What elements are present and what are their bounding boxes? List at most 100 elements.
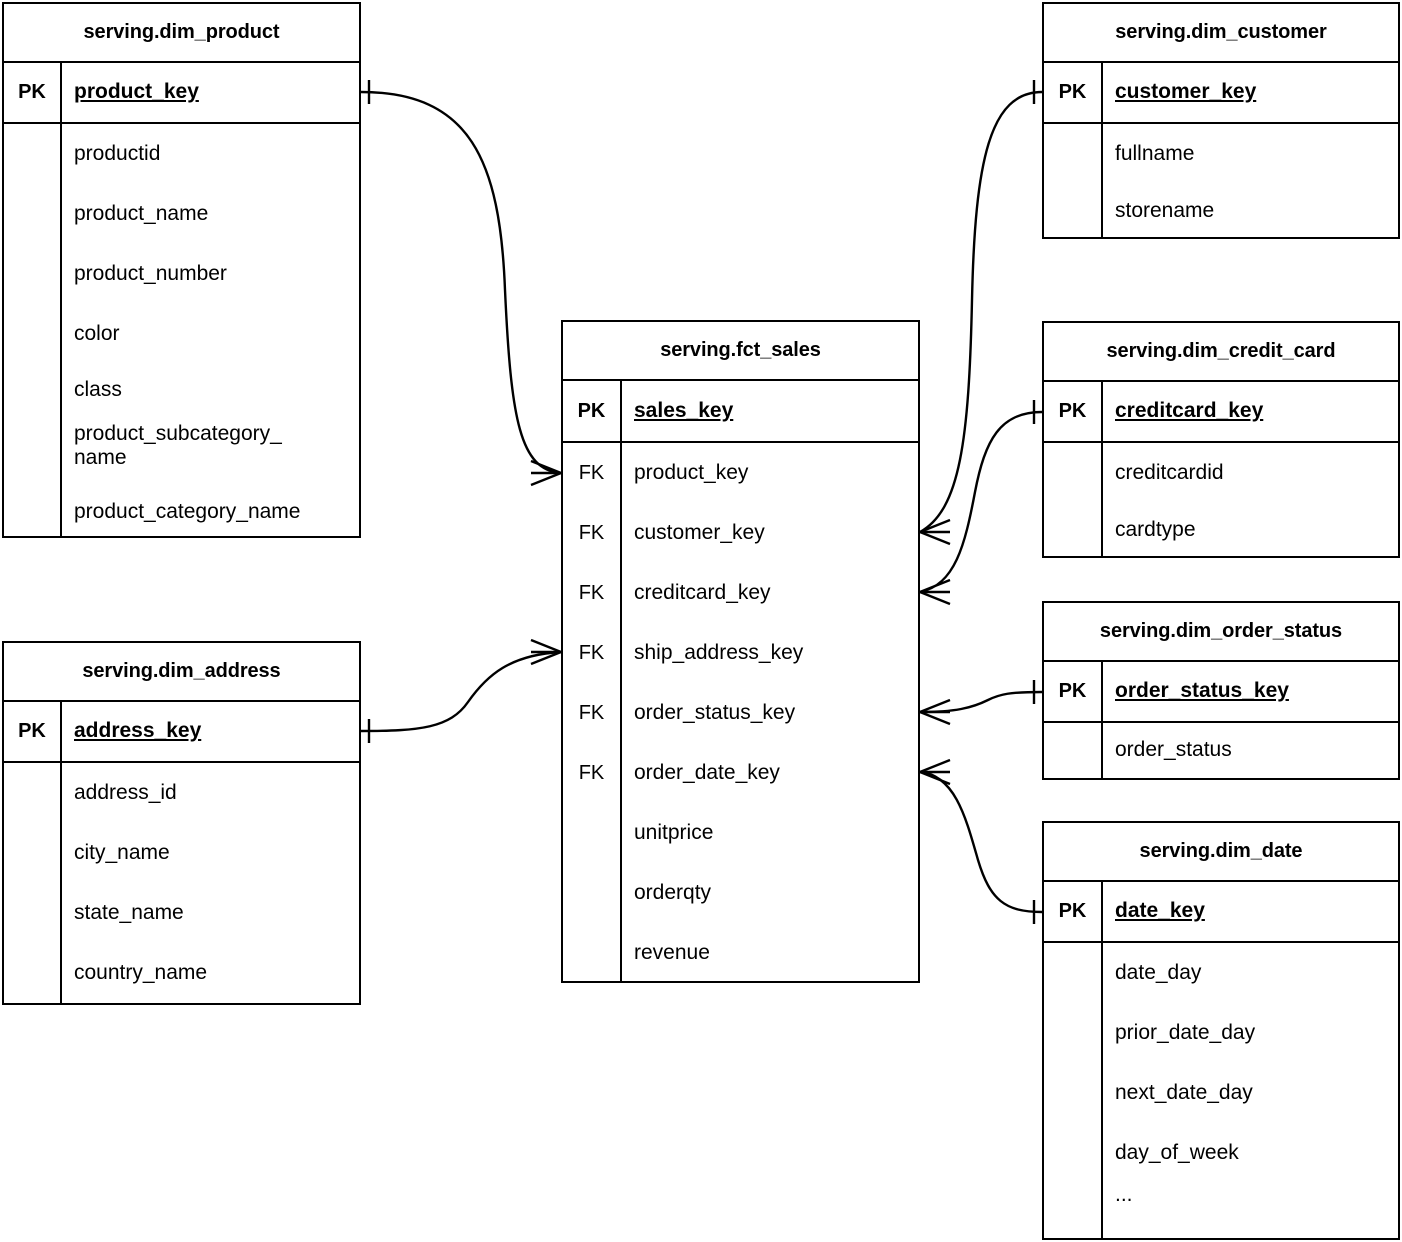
attr-keycol-dim-address <box>4 763 62 1003</box>
attributes-dim-credit-card: creditcardid cardtype <box>1044 443 1398 558</box>
crowsfoot-many-marker <box>919 578 951 606</box>
keycol-fct-sales-orderqty <box>563 863 620 923</box>
attr-dim-date-next-date-day: next_date_day <box>1115 1080 1253 1104</box>
pk-field-fct-sales-sales-key: sales_key <box>634 398 734 422</box>
fk-badge-fct-sales-creditcard-key: FK <box>578 581 605 604</box>
attr-keycol-dim-credit-card <box>1044 443 1103 558</box>
attributes-fct-sales: FK FK FK FK FK FK product_key customer_k… <box>563 443 918 983</box>
relationship-dim-date-to-fct-sales <box>919 758 1043 924</box>
crowsfoot-many-marker <box>919 698 951 726</box>
attr-dim-order-status-order-status: order_status <box>1115 738 1232 762</box>
entity-title-dim-order-status: serving.dim_order_status <box>1044 603 1398 662</box>
pk-badge-dim-address: PK <box>4 702 62 761</box>
attr-names-dim-product: productid product_name product_number co… <box>62 124 359 536</box>
pk-row-dim-product: PK product_key <box>4 63 359 124</box>
pk-row-dim-date: PK date_key <box>1044 882 1398 943</box>
relationship-dim-customer-to-fct-sales <box>919 80 1043 546</box>
pk-row-dim-customer: PK customer_key <box>1044 63 1398 124</box>
relationship-dim-order-status-to-fct-sales <box>919 680 1043 726</box>
attr-dim-product-color: color <box>74 321 120 345</box>
entity-title-dim-product: serving.dim_product <box>4 4 359 63</box>
pk-badge-dim-order-status: PK <box>1044 662 1103 721</box>
pk-field-dim-order-status-order-status-key: order_status_key <box>1115 679 1289 703</box>
relationship-dim-product-to-fct-sales <box>360 80 562 487</box>
attr-dim-date-prior-date-day: prior_date_day <box>1115 1020 1256 1044</box>
fk-badge-fct-sales-product-key: FK <box>578 461 605 484</box>
pk-badge-dim-date: PK <box>1044 882 1103 941</box>
pk-field-dim-customer-customer-key: customer_key <box>1115 80 1257 104</box>
attr-fct-sales-orderqty: orderqty <box>634 880 712 904</box>
pk-row-dim-order-status: PK order_status_key <box>1044 662 1398 723</box>
entity-dim-date[interactable]: serving.dim_date PK date_key date_day pr… <box>1042 821 1400 1240</box>
entity-dim-order-status[interactable]: serving.dim_order_status PK order_status… <box>1042 601 1400 780</box>
relationship-dim-credit-card-to-fct-sales <box>919 400 1043 606</box>
attr-fct-sales-product-key: product_key <box>634 460 749 484</box>
relationship-line <box>919 410 1043 594</box>
attr-fct-sales-creditcard-key: creditcard_key <box>634 580 771 604</box>
entity-title-fct-sales: serving.fct_sales <box>563 322 918 381</box>
attr-keycol-fct-sales: FK FK FK FK FK FK <box>563 443 622 983</box>
fk-badge-fct-sales-ship-address-key: FK <box>578 641 605 664</box>
crowsfoot-many-marker <box>919 758 951 786</box>
attr-names-dim-date: date_day prior_date_day next_date_day da… <box>1103 943 1398 1239</box>
pk-badge-dim-product: PK <box>4 63 62 122</box>
entity-dim-credit-card[interactable]: serving.dim_credit_card PK creditcard_ke… <box>1042 321 1400 558</box>
attr-dim-address-country-name: country_name <box>74 960 208 984</box>
attributes-dim-product: productid product_name product_number co… <box>4 124 359 536</box>
attr-dim-customer-fullname: fullname <box>1115 141 1195 165</box>
attr-names-dim-order-status: order_status <box>1103 723 1398 778</box>
attr-dim-product-product-number: product_number <box>74 261 227 285</box>
attr-names-fct-sales: product_key customer_key creditcard_key … <box>622 443 918 983</box>
attr-fct-sales-unitprice: unitprice <box>634 820 714 844</box>
attr-fct-sales-customer-key: customer_key <box>634 520 765 544</box>
crowsfoot-many-marker <box>530 638 562 666</box>
pk-badge-dim-credit-card: PK <box>1044 382 1103 441</box>
attr-fct-sales-order-status-key: order_status_key <box>634 700 796 724</box>
entity-title-dim-date: serving.dim_date <box>1044 823 1398 882</box>
attr-dim-credit-card-creditcardid: creditcardid <box>1115 460 1224 484</box>
fk-badge-fct-sales-order-status-key: FK <box>578 701 605 724</box>
attr-names-dim-credit-card: creditcardid cardtype <box>1103 443 1398 558</box>
attr-dim-date-date-day: date_day <box>1115 960 1202 984</box>
attr-names-dim-customer: fullname storename <box>1103 124 1398 239</box>
pk-field-dim-product-product-key: product_key <box>74 80 199 104</box>
pk-badge-dim-customer: PK <box>1044 63 1103 122</box>
relationship-line <box>919 90 1043 534</box>
entity-dim-product[interactable]: serving.dim_product PK product_key produ… <box>2 2 361 538</box>
attr-dim-credit-card-cardtype: cardtype <box>1115 518 1196 542</box>
pk-badge-fct-sales: PK <box>563 381 622 441</box>
relationship-line <box>919 690 1043 714</box>
attr-dim-product-product-category-name: product_category_name <box>74 499 301 523</box>
relationship-dim-address-to-fct-sales <box>360 638 562 743</box>
attr-dim-product-product-name: product_name <box>74 201 209 225</box>
entity-title-dim-credit-card: serving.dim_credit_card <box>1044 323 1398 382</box>
entity-title-dim-customer: serving.dim_customer <box>1044 4 1398 63</box>
attr-names-dim-address: address_id city_name state_name country_… <box>62 763 359 1003</box>
attr-dim-address-state-name: state_name <box>74 900 184 924</box>
attr-dim-product-productid: productid <box>74 141 161 165</box>
pk-field-dim-address-address-key: address_key <box>74 719 202 743</box>
entity-title-dim-address: serving.dim_address <box>4 643 359 702</box>
pk-row-dim-credit-card: PK creditcard_key <box>1044 382 1398 443</box>
entity-fct-sales[interactable]: serving.fct_sales PK sales_key FK FK FK … <box>561 320 920 983</box>
entity-dim-customer[interactable]: serving.dim_customer PK customer_key ful… <box>1042 2 1400 239</box>
entity-dim-address[interactable]: serving.dim_address PK address_key addre… <box>2 641 361 1005</box>
attr-keycol-dim-date <box>1044 943 1103 1239</box>
attr-keycol-dim-customer <box>1044 124 1103 239</box>
pk-field-dim-credit-card-creditcard-key: creditcard_key <box>1115 399 1264 423</box>
attributes-dim-customer: fullname storename <box>1044 124 1398 239</box>
attr-keycol-dim-product <box>4 124 62 536</box>
attr-dim-address-city-name: city_name <box>74 840 170 864</box>
attr-dim-address-address-id: address_id <box>74 780 177 804</box>
keycol-fct-sales-unitprice <box>563 803 620 863</box>
attributes-dim-address: address_id city_name state_name country_… <box>4 763 359 1003</box>
attr-fct-sales-order-date-key: order_date_key <box>634 760 780 784</box>
attr-dim-date-day-of-week: day_of_week <box>1115 1140 1239 1164</box>
pk-row-fct-sales: PK sales_key <box>563 381 918 443</box>
attr-dim-product-product-subcategory-name: product_subcategory_ name <box>74 422 282 470</box>
pk-row-dim-address: PK address_key <box>4 702 359 763</box>
attr-dim-customer-storename: storename <box>1115 199 1215 223</box>
pk-field-dim-date-date-key: date_key <box>1115 899 1205 923</box>
attr-fct-sales-revenue: revenue <box>634 940 710 964</box>
